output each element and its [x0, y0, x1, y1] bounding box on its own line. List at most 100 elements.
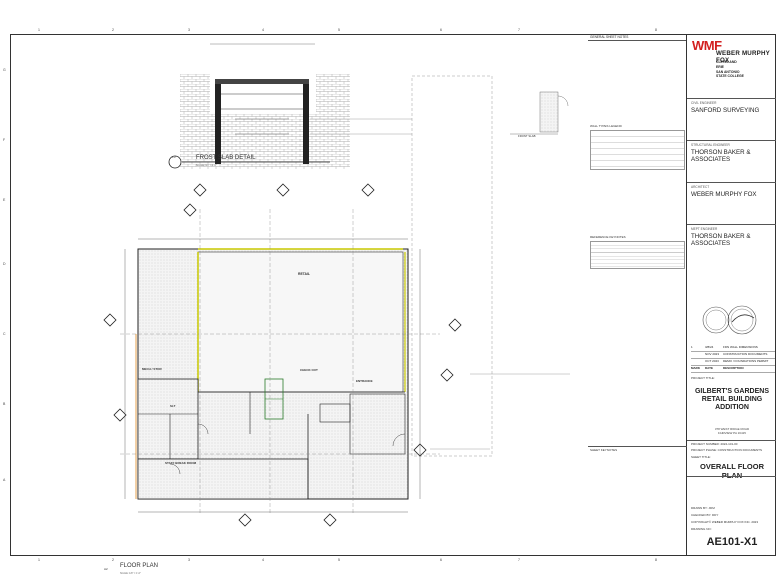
rev-header-date: DATE: [705, 366, 713, 370]
divider: [687, 140, 776, 141]
grid-col-4: 4: [262, 28, 264, 32]
grid-col-7-bottom: 7: [518, 558, 520, 562]
rev-mark: [691, 352, 705, 358]
room-checkout: CHECK OUT: [300, 368, 318, 372]
revision-table: 1 3/8/24 FDN WALL DIMENSIONS NOV 2023 CO…: [691, 345, 775, 373]
grid-col-3: 3: [188, 28, 190, 32]
reference-keynotes-header: REFERENCE KEYNOTES: [590, 235, 626, 239]
divider: [687, 440, 776, 441]
grid-row-g: G: [3, 68, 6, 72]
front-slab-sketch: [510, 91, 569, 135]
consultant-name-mept: THORSON BAKER & ASSOCIATES: [691, 233, 751, 247]
grid-col-1-bottom: 1: [38, 558, 40, 562]
grid-row-e: E: [3, 198, 6, 202]
rev-header-mark: MARK: [691, 366, 700, 370]
grid-col-3-bottom: 3: [188, 558, 190, 562]
sheet-notes-column: GENERAL SHEET NOTES: [588, 34, 687, 556]
room-entrance: ENTRANCE: [356, 379, 373, 383]
grid-col-2-bottom: 2: [112, 558, 114, 562]
grid-col-5-bottom: 5: [338, 558, 340, 562]
office-item: SAN ANTONIO: [716, 69, 740, 74]
divider: [687, 476, 776, 477]
floor-plan-scale: SCALE: 1/8" = 1'-0": [120, 572, 141, 575]
floor-plan-title: FLOOR PLAN: [120, 563, 159, 569]
wall-types-legend-header: WALL TYPES LEGEND: [590, 124, 622, 128]
consultant-name-civil: SANFORD SURVEYING: [691, 107, 760, 114]
drawing-no-label: DRAWING NO:: [691, 527, 712, 531]
rev-mark: [691, 359, 705, 365]
consultant-name-structural: THORSON BAKER & ASSOCIATES: [691, 149, 751, 163]
office-item: CLEVELAND: [716, 60, 737, 64]
grid-col-7: 7: [518, 28, 520, 32]
revision-row: NOV 2023 CONSTRUCTION DOCUMENTS: [691, 352, 775, 359]
grid-row-d: D: [3, 262, 6, 266]
floor-plan-id: A2: [104, 567, 108, 571]
rev-date: NOV 2023: [705, 352, 720, 356]
project-title-label: PROJECT TITLE:: [691, 376, 715, 380]
project-title: GILBERT'S GARDENS RETAIL BUILDING ADDITI…: [690, 388, 774, 412]
grid-col-1: 1: [38, 28, 40, 32]
project-address: 378 WEST RIDGE ROAD FAIRVIEW PA 16415: [690, 427, 774, 435]
wmf-logo: WMF: [692, 38, 722, 53]
project-title-line: RETAIL BUILDING: [701, 396, 763, 403]
drawn-by: DRAWN BY: JDM: [691, 506, 715, 510]
project-phase: PROJECT PHASE: CONSTRUCTION DOCUMENTS: [691, 448, 762, 452]
grid-col-4-bottom: 4: [262, 558, 264, 562]
checked-by: CHECKED BY: DDY: [691, 513, 719, 517]
professional-seal-icon: [702, 305, 757, 335]
drawing-canvas: [103, 43, 570, 527]
consultant-role-civil: CIVIL ENGINEER: [691, 101, 717, 105]
rev-date: 3/8/24: [705, 345, 714, 349]
floor-plan: [120, 209, 440, 514]
revision-header-row: MARK DATE DESCRIPTION: [691, 366, 775, 373]
consultant-role-architect: ARCHITECT: [691, 185, 710, 189]
sheet-title: OVERALL FLOOR PLAN: [699, 462, 765, 480]
office-list: CLEVELAND ERIE SAN ANTONIO STATE COLLEGE: [716, 60, 744, 79]
sheet-keynotes-divider: [588, 446, 687, 447]
sheet-number: AE101-X1: [706, 536, 758, 548]
sheet-keynotes-header: SHEET KEYNOTES: [590, 448, 618, 452]
grid-col-8: 8: [655, 28, 657, 32]
address-line: 378 WEST RIDGE ROAD: [714, 427, 750, 431]
revision-row: OCT 2023 DEMO / FOUNDATIONS PERMIT: [691, 359, 775, 366]
grid-col-8-bottom: 8: [655, 558, 657, 562]
consultant-role-structural: STRUCTURAL ENGINEER: [691, 143, 730, 147]
frost-slab-detail: [168, 43, 350, 169]
consultant-role-mept: MEPT ENGINEER: [691, 227, 718, 231]
rev-date: OCT 2023: [705, 359, 719, 363]
rev-desc: FDN WALL DIMENSIONS: [723, 345, 758, 349]
project-title-line: ADDITION: [715, 404, 749, 411]
frost-slab-id: F3: [172, 155, 176, 159]
divider: [687, 98, 776, 99]
divider: [687, 182, 776, 183]
grid-row-f: F: [3, 138, 6, 142]
grid-col-5: 5: [338, 28, 340, 32]
rev-header-desc: DESCRIPTION: [723, 366, 744, 370]
revision-row: 1 3/8/24 FDN WALL DIMENSIONS: [691, 345, 775, 352]
frost-slab-title: FROST SLAB DETAIL: [196, 155, 256, 161]
front-slab-label: FRONT SLAB: [518, 134, 536, 138]
firm-name: WEBER MURPHY FOX: [716, 50, 770, 64]
office-item: ERIE: [716, 64, 724, 69]
project-title-line: GILBERT'S GARDENS: [694, 388, 769, 395]
grid-row-b: B: [3, 402, 6, 406]
wall-types-table: [590, 130, 685, 170]
grid-col-6-bottom: 6: [440, 558, 442, 562]
room-slt: SLT: [170, 404, 176, 408]
section-markers: [103, 183, 462, 527]
frost-slab-scale: SCALE: 3/4" = 1'-0": [196, 164, 217, 167]
sheet-title-label: SHEET TITLE:: [691, 455, 711, 459]
address-line: FAIRVIEW PA 16415: [718, 431, 746, 435]
sheet-border: [10, 34, 776, 556]
divider: [687, 224, 776, 225]
general-sheet-notes-header: GENERAL SHEET NOTES: [588, 34, 686, 41]
room-staff-break: STAFF BREAK ROOM: [165, 461, 197, 465]
copyright: COPYRIGHT© WEBER MURPHY FOX INC. 2023: [691, 520, 759, 524]
grid-row-a: A: [3, 478, 6, 482]
reference-keynotes-table: [590, 241, 685, 269]
grid-col-6: 6: [440, 28, 442, 32]
room-retail: RETAIL: [298, 272, 310, 276]
rev-desc: DEMO / FOUNDATIONS PERMIT: [723, 359, 769, 363]
rev-mark: 1: [691, 345, 693, 349]
